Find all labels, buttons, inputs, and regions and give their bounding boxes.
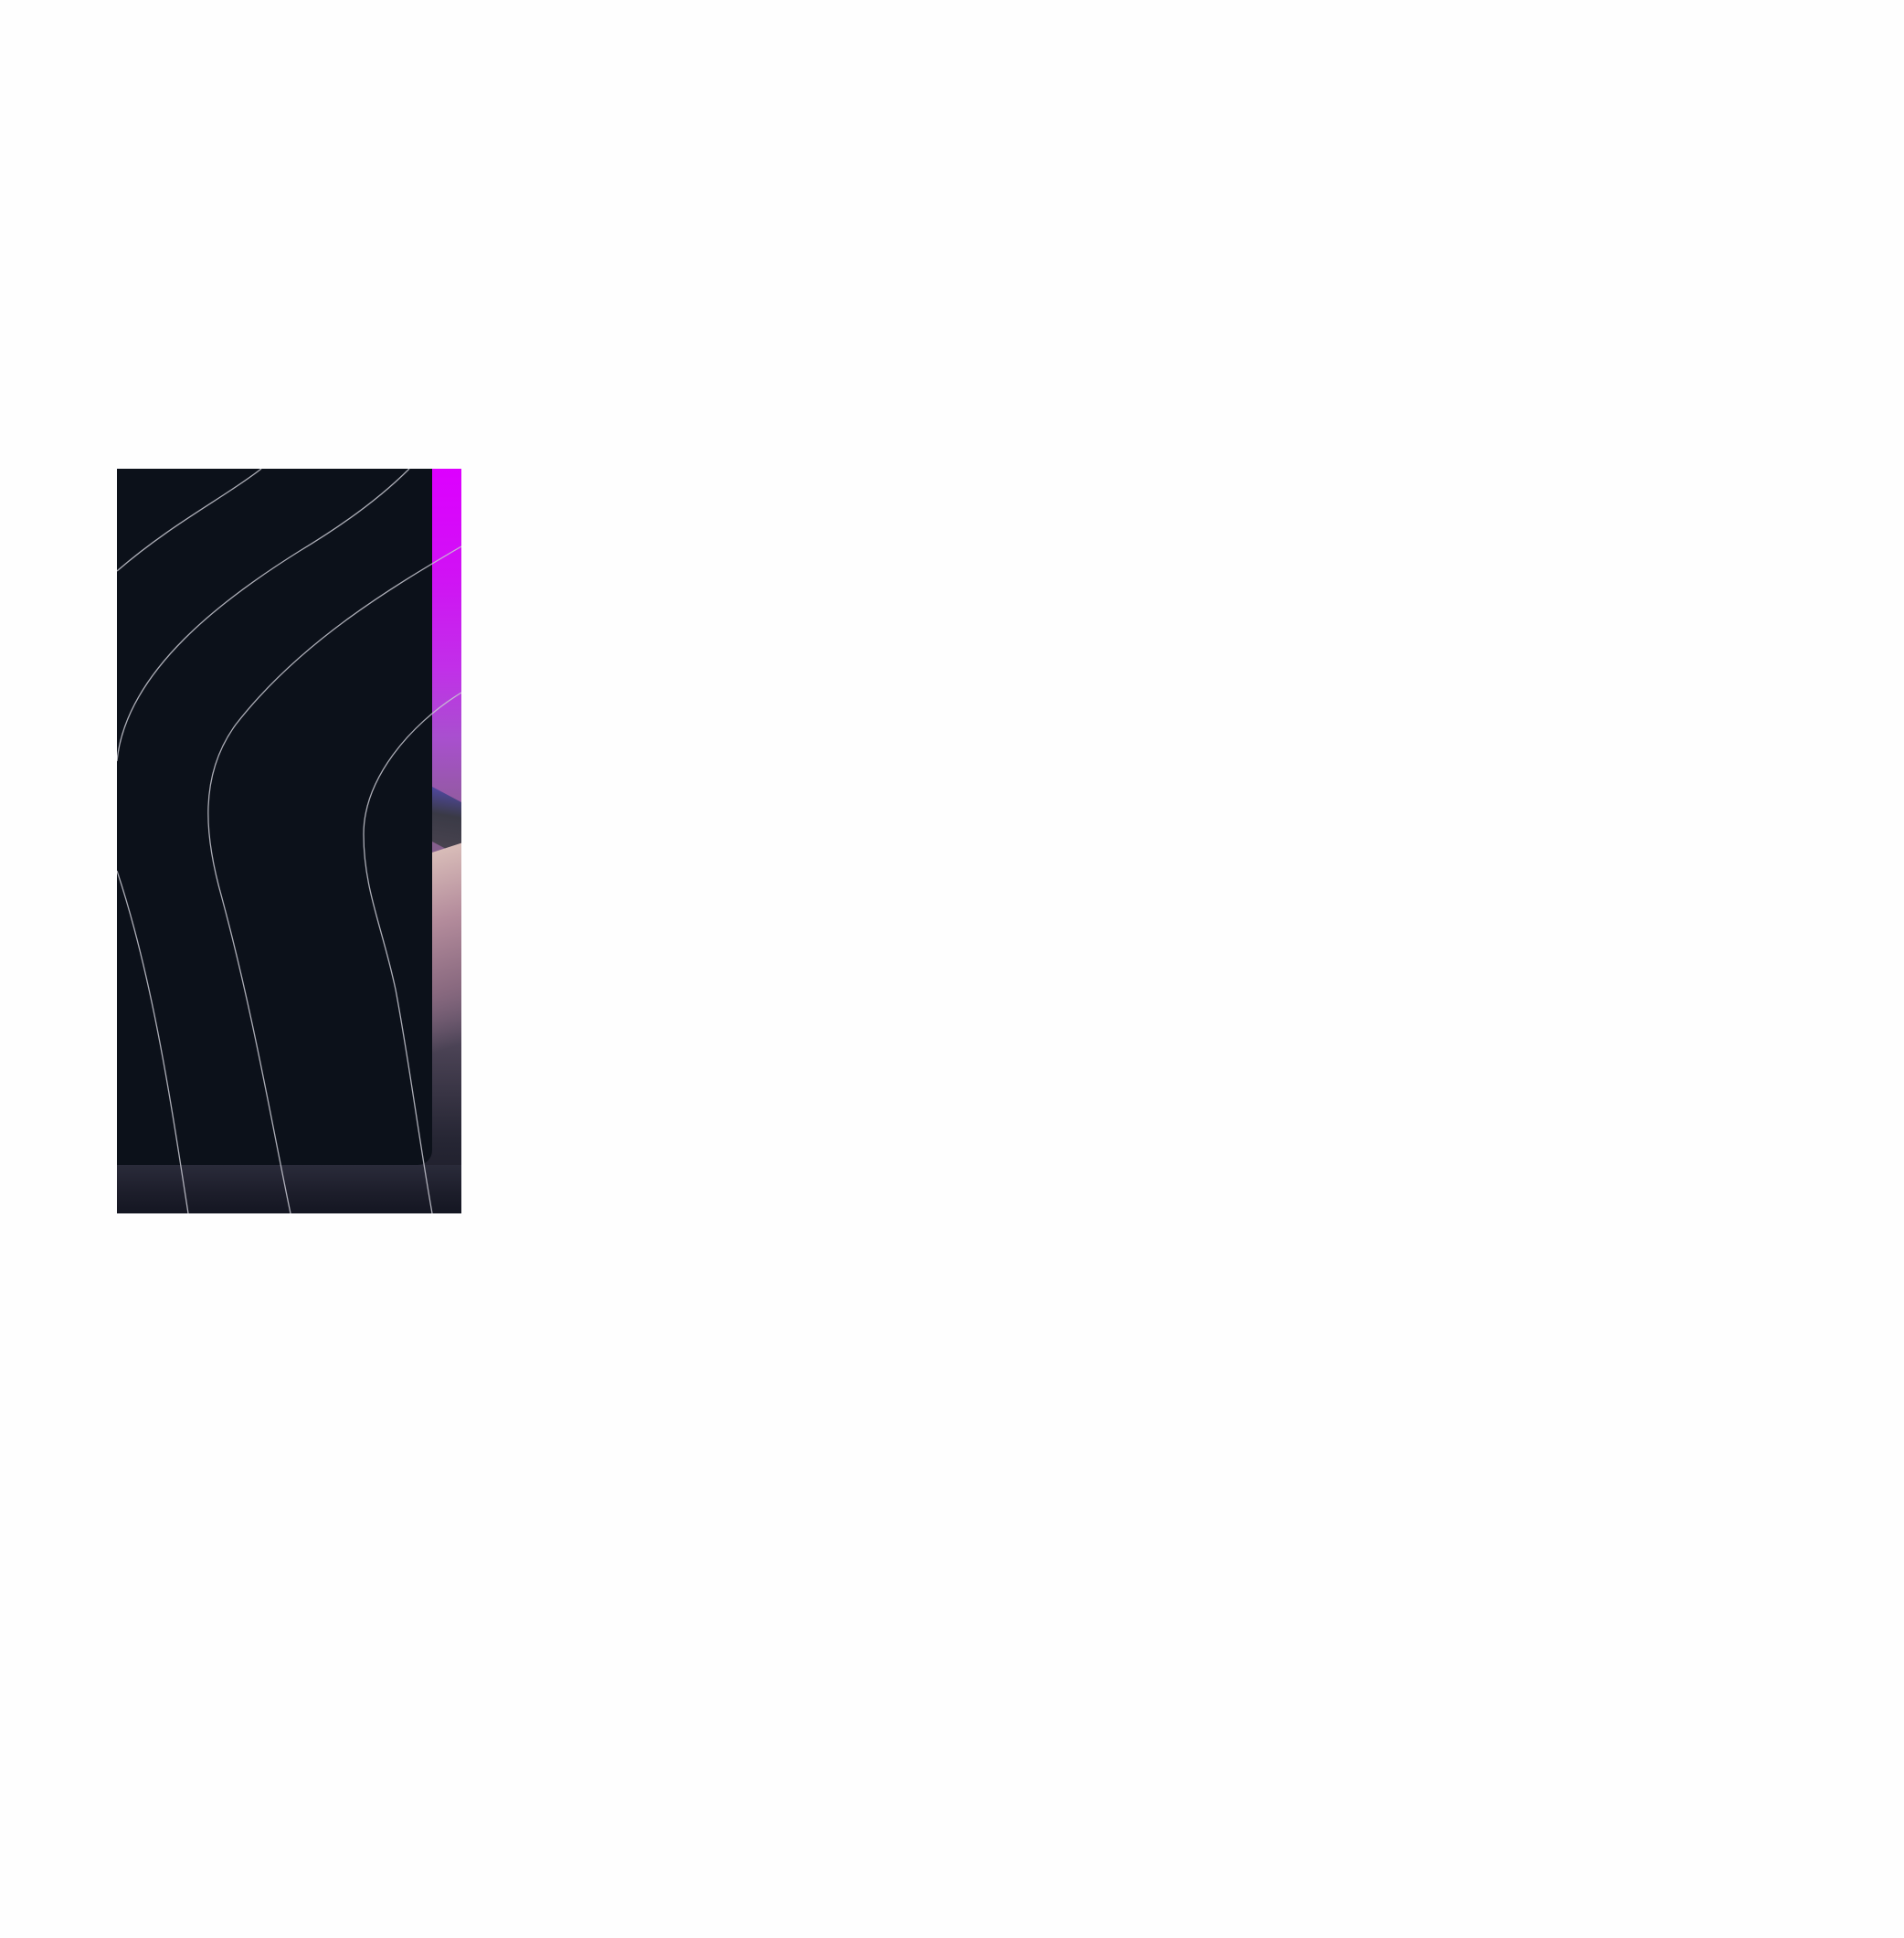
app-window xyxy=(117,469,461,1213)
content-panel xyxy=(117,469,432,1165)
accent-gradient-strip xyxy=(432,469,461,1213)
accent-light-band xyxy=(432,842,461,1054)
footer-bar xyxy=(117,1165,461,1213)
